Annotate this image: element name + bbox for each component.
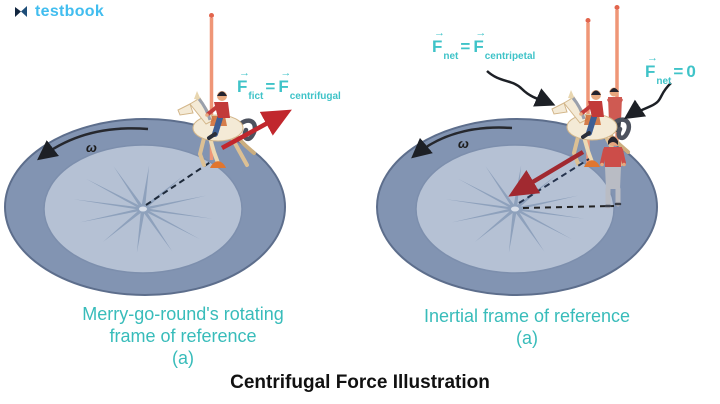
- vector-arrow: →: [239, 67, 250, 79]
- label-net-equals-centripetal: →Fnet=→Fcentripetal: [432, 27, 536, 63]
- pole-knob: [209, 13, 214, 18]
- caption-line: Merry-go-round's rotating: [82, 304, 284, 324]
- testbook-book-icon: [15, 6, 27, 17]
- omega-symbol: ω: [458, 136, 469, 151]
- caption-line: (a): [516, 328, 538, 348]
- brand-name: testbook: [35, 3, 105, 20]
- label-fict-equals-centrifugal: →Ffict=→Fcentrifugal: [237, 67, 341, 103]
- caption-line: Inertial frame of reference: [423, 306, 631, 326]
- pointer-arrow-to-rider: [486, 70, 556, 107]
- vector-arrow: →: [647, 52, 658, 64]
- brand-logo: testbook: [12, 3, 104, 21]
- omega-rotation-arrow: [37, 127, 149, 161]
- caption-line: frame of reference: [109, 326, 257, 346]
- omega-symbol: ω: [86, 140, 97, 155]
- vector-arrow: →: [280, 67, 292, 79]
- caption-rotating-frame: Merry-go-round's rotating frame of refer…: [23, 303, 343, 369]
- caption-inertial-frame: Inertial frame of reference (a): [367, 305, 687, 349]
- radius-dashed-line: [145, 160, 213, 206]
- label-net-equals-zero: →Fnet=0: [645, 52, 696, 88]
- horizontal-dashed-line: [522, 205, 615, 209]
- caption-line: (a): [172, 348, 194, 368]
- omega-rotation-arrow: [411, 126, 513, 159]
- centrifugal-force-arrow: [220, 109, 292, 150]
- rotating-frame-diagram: ω: [4, 13, 292, 296]
- pole-knob: [614, 5, 620, 10]
- page-title: Centrifugal Force Illustration: [230, 372, 490, 393]
- vector-arrow: →: [475, 27, 487, 39]
- pole-knob: [585, 18, 591, 23]
- pointer-arrow-to-observer: [623, 82, 672, 120]
- vector-arrow: →: [434, 27, 445, 39]
- inertial-frame-diagram: ω: [376, 5, 672, 296]
- centripetal-force-arrow: [508, 150, 585, 197]
